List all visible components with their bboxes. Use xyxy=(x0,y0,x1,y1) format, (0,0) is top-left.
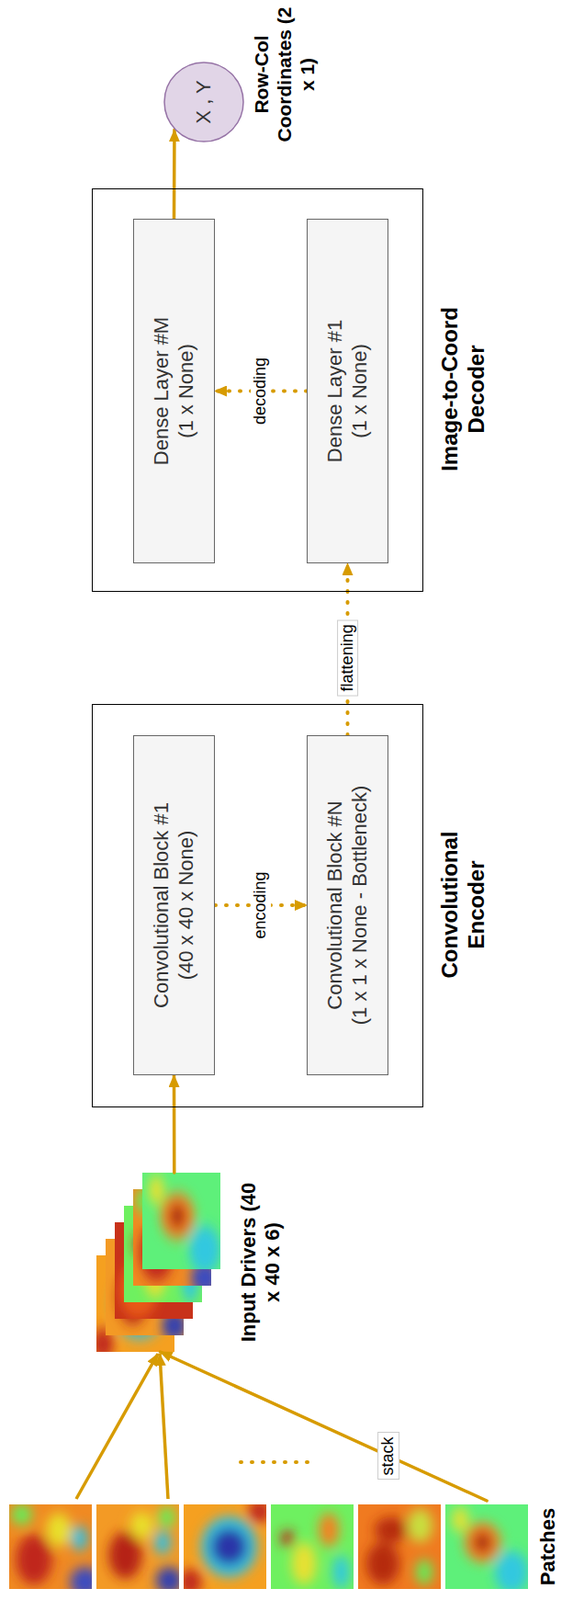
node-label: X , Y xyxy=(191,79,216,124)
patch-image xyxy=(270,1503,354,1588)
conv-block: Convolutional Block #1(40 x 40 x None) xyxy=(133,734,215,1075)
flow-arrow xyxy=(160,1350,488,1500)
node-label: (1 x None) xyxy=(348,343,372,439)
edge-label: flattening xyxy=(337,618,360,696)
patch-image xyxy=(9,1503,101,1596)
flow-arrow xyxy=(172,1074,177,1172)
edge-label: encoding xyxy=(250,866,271,942)
flow-arrow xyxy=(172,129,177,219)
node-label: (40 x 40 x None) xyxy=(174,830,199,980)
stack-arrow xyxy=(159,1352,169,1498)
patch-tiles xyxy=(9,1497,529,1596)
node-heading: Row-Col Coordinates (2 x 1) xyxy=(249,5,320,144)
node-label: Convolutional Block #1 xyxy=(149,801,174,1008)
patch-column: Patches xyxy=(7,1499,531,1592)
dense-layer: Dense Layer #1(1 x None) xyxy=(306,218,389,563)
node-heading: Input Drivers (40 x 40 x 6) xyxy=(236,1174,286,1349)
patch-image xyxy=(179,1497,272,1595)
stack-arrows xyxy=(76,1352,311,1498)
edge-label: stack xyxy=(378,1430,401,1479)
input-stack: Input Drivers (40 x 40 x 6) xyxy=(96,1171,225,1351)
dense-layer: Dense Layer #M(1 x None) xyxy=(133,218,215,563)
stack-arrow xyxy=(76,1352,158,1498)
circle-shape xyxy=(164,62,244,142)
node-heading: Image-to-Coord Decoder xyxy=(437,279,491,500)
driver-stack xyxy=(91,1171,221,1359)
driver-image xyxy=(142,1171,221,1273)
patch-image xyxy=(445,1503,529,1593)
node-label: (1 x 1 x None - Bottleneck) xyxy=(348,785,372,1024)
node-label: Convolutional Block #N xyxy=(323,799,348,1009)
output-circle: X , YRow-Col Coordinates (2 x 1) xyxy=(163,61,245,143)
node-heading: Convolutional Encoder xyxy=(437,794,491,1015)
node-heading: Patches xyxy=(536,1476,561,1599)
node-label: Dense Layer #1 xyxy=(323,319,348,462)
ellipsis-dots xyxy=(240,1459,311,1463)
node-label: (1 x None) xyxy=(174,343,199,439)
edge-label: decoding xyxy=(250,353,271,428)
conv-block: Convolutional Block #N(1 x 1 x None - Bo… xyxy=(306,734,389,1075)
patch-image xyxy=(358,1503,441,1588)
node-label: Dense Layer #M xyxy=(149,316,174,465)
patch-image xyxy=(96,1503,183,1594)
